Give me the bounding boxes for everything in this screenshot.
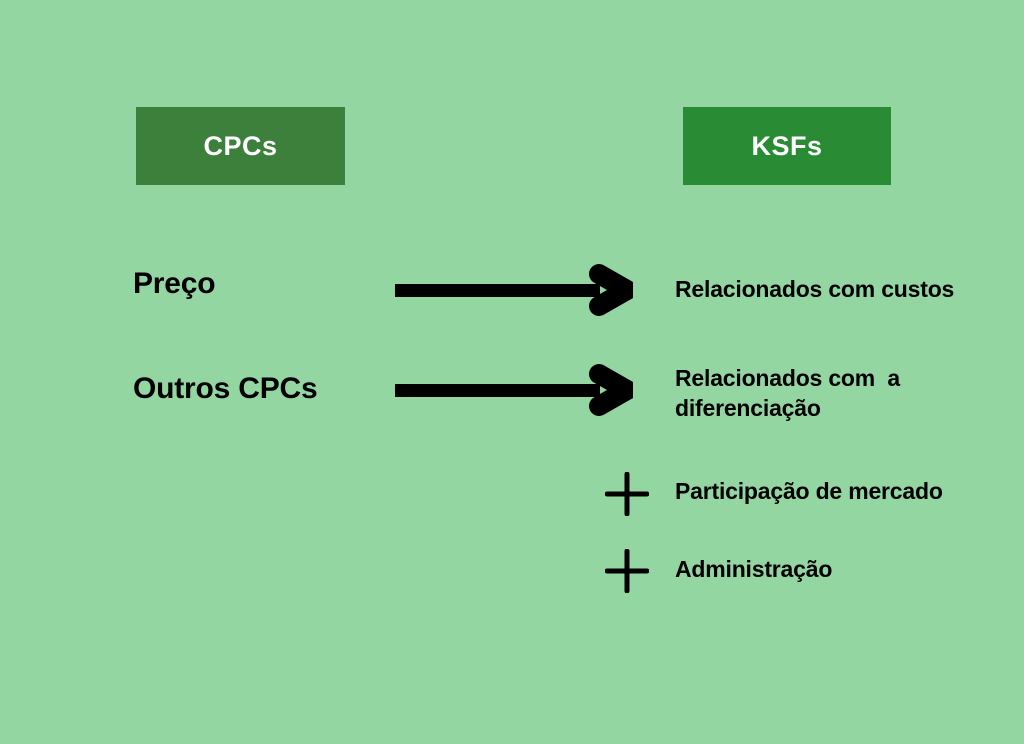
column-header-cpcs: CPCs <box>136 107 345 185</box>
cpcs-item-outros-cpcs: Outros CPCs <box>133 372 318 405</box>
arrow-right-icon <box>395 264 633 316</box>
plus-icon <box>605 549 649 593</box>
column-header-ksfs-label: KSFs <box>751 130 823 161</box>
ksfs-item-participacao-mercado: Participação de mercado <box>675 478 943 504</box>
arrow-right-icon <box>395 364 633 416</box>
plus-icon <box>605 472 649 516</box>
ksfs-item-administracao: Administração <box>675 556 833 582</box>
column-header-ksfs: KSFs <box>683 107 891 185</box>
ksfs-item-relacionados-diferenciacao: Relacionados com a diferenciação <box>675 365 900 422</box>
ksfs-item-relacionados-custos: Relacionados com custos <box>675 276 955 302</box>
column-header-cpcs-label: CPCs <box>203 130 278 161</box>
cpcs-item-preco: Preço <box>133 267 216 300</box>
